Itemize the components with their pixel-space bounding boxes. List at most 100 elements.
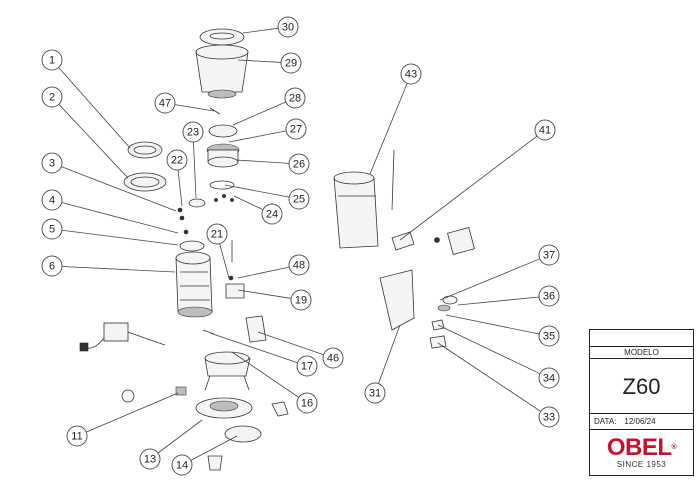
leader-line — [61, 229, 179, 246]
callout-bubble — [41, 189, 63, 211]
callout-bubble — [288, 254, 310, 276]
part-11 — [175, 386, 187, 396]
callout-number: 35 — [543, 331, 555, 343]
callout-2: 2 — [41, 86, 129, 179]
leader-line — [439, 258, 540, 301]
part-30-lid — [199, 28, 245, 46]
callout-number: 28 — [289, 93, 301, 105]
callout-33: 33 — [437, 342, 560, 428]
callout-25: 25 — [224, 184, 310, 210]
part-46-bracket — [245, 315, 267, 343]
callout-bubble — [288, 188, 310, 210]
callout-bubble — [538, 285, 560, 307]
callout-27: 27 — [228, 118, 307, 143]
part-pcb — [103, 322, 129, 342]
leader-line — [233, 195, 264, 211]
part-22 — [177, 207, 183, 213]
part-41 — [391, 231, 415, 251]
callout-6: 6 — [41, 255, 176, 277]
callout-number: 3 — [49, 158, 55, 170]
part-37 — [442, 295, 458, 305]
callout-bubble — [261, 203, 283, 225]
callout-36: 36 — [457, 285, 560, 307]
callout-bubble — [288, 153, 310, 175]
callout-number: 41 — [539, 125, 551, 137]
leader-line — [157, 419, 203, 454]
part-14-foot — [207, 455, 223, 471]
callout-bubble — [41, 255, 63, 277]
callout-bubble — [154, 92, 176, 114]
part-drawings — [79, 28, 475, 471]
callout-number: 13 — [144, 454, 156, 466]
leader-line — [237, 289, 292, 299]
callout-bubble — [296, 355, 318, 377]
callout-bubble — [538, 325, 560, 347]
leader-line — [224, 184, 290, 198]
callout-24: 24 — [233, 195, 283, 225]
leader-line — [219, 243, 230, 279]
part-28-ring — [208, 124, 238, 138]
callout-number: 30 — [282, 22, 294, 34]
part-display — [447, 227, 475, 255]
leader-line — [61, 266, 176, 273]
callout-number: 6 — [49, 261, 55, 273]
callout-bubble — [285, 118, 307, 140]
part-33 — [429, 335, 447, 349]
callout-48: 48 — [237, 254, 310, 279]
leader-line — [257, 331, 324, 356]
callout-bubble — [534, 119, 556, 141]
callout-bubble — [41, 86, 63, 108]
callout-13: 13 — [139, 419, 203, 470]
callout-bubble — [538, 406, 560, 428]
leader-line — [369, 83, 408, 175]
leader-line — [61, 166, 177, 212]
callout-number: 31 — [369, 388, 381, 400]
leader-line — [177, 169, 183, 207]
part-43-chamber — [333, 177, 379, 249]
date-label: DATA: — [594, 417, 617, 426]
callout-number: 16 — [301, 398, 313, 410]
callout-46: 46 — [257, 331, 344, 369]
callout-number: 2 — [49, 92, 55, 104]
callout-bubble — [290, 289, 312, 311]
callout-4: 4 — [41, 189, 179, 234]
callout-number: 48 — [293, 260, 305, 272]
model-label: MODELO — [590, 346, 693, 359]
callout-number: 24 — [266, 209, 278, 221]
callout-number: 22 — [171, 155, 183, 167]
leader-line — [237, 266, 290, 279]
callout-16: 16 — [231, 351, 318, 414]
callout-number: 17 — [301, 361, 313, 373]
callout-41: 41 — [399, 119, 556, 241]
callout-35: 35 — [445, 314, 560, 347]
callout-number: 43 — [405, 69, 417, 81]
callout-30: 30 — [242, 16, 299, 38]
callout-number: 25 — [293, 194, 305, 206]
callout-bubble — [139, 448, 161, 470]
leader-line — [242, 27, 279, 34]
callout-37: 37 — [439, 244, 560, 301]
callout-bubble — [41, 49, 63, 71]
leader-line — [378, 324, 401, 384]
callout-14: 14 — [171, 435, 238, 476]
part-2-ring — [123, 172, 167, 192]
callout-bubble — [322, 347, 344, 369]
callout-number: 1 — [49, 55, 55, 67]
callout-bubble — [41, 218, 63, 240]
leader-line — [86, 392, 179, 433]
callout-28: 28 — [232, 87, 306, 126]
callout-number: 46 — [327, 353, 339, 365]
leader-line — [61, 202, 179, 234]
leader-line — [399, 135, 538, 241]
leader-line — [437, 324, 541, 375]
callout-number: 26 — [293, 159, 305, 171]
model-value: Z60 — [590, 359, 693, 414]
leader-line — [58, 67, 131, 149]
callout-5: 5 — [41, 218, 179, 246]
leader-line — [174, 104, 215, 112]
callout-bubble — [166, 149, 188, 171]
logo-wordmark: OBEL® — [590, 436, 693, 460]
callout-number: 36 — [543, 291, 555, 303]
callout-number: 19 — [295, 295, 307, 307]
